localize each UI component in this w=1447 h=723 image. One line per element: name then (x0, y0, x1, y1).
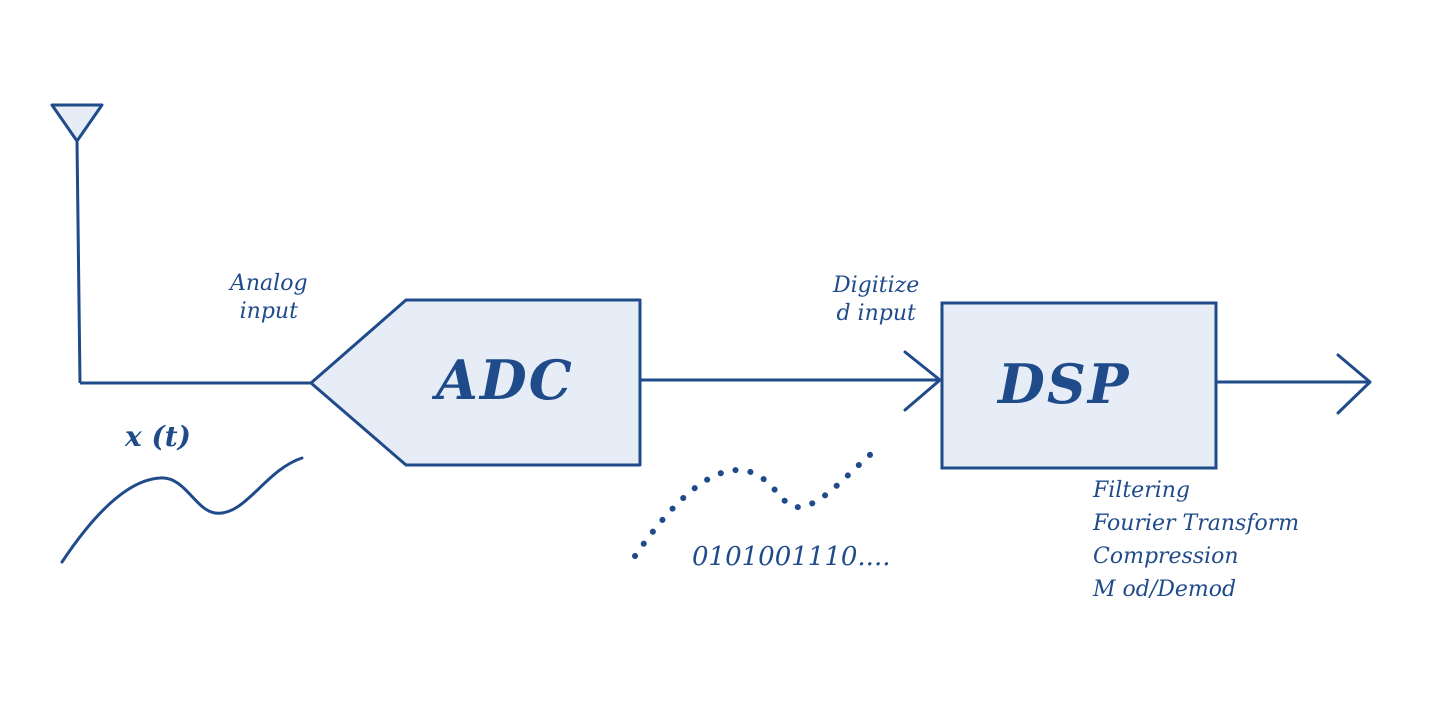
digitized-label-line-1: Digitize (833, 273, 920, 298)
dsp-function-moddemod: M od/Demod (1093, 577, 1237, 602)
dsp-function-compression: Compression (1093, 544, 1239, 569)
dsp-functions-list: Filtering Fourier Transform Compression … (1093, 480, 1299, 612)
dsp-function-fourier: Fourier Transform (1093, 511, 1300, 536)
dsp-function-filtering: Filtering (1093, 478, 1191, 503)
bit-stream-label: 0101001110.... (692, 542, 891, 572)
output-arrow (1216, 353, 1372, 415)
antenna-icon (50, 103, 104, 384)
analog-label-line-2: input (239, 299, 298, 324)
dsp-label: DSP (998, 352, 1131, 416)
analog-waveform (60, 456, 304, 564)
digitized-label-line-2: d input (836, 301, 916, 326)
dsp-block (940, 301, 1218, 470)
adc-block (309, 298, 642, 467)
digitized-input-label: Digitize d input (833, 272, 919, 328)
sampled-waveform (632, 447, 879, 559)
analog-input-label: Analog input (230, 270, 308, 326)
analog-label-line-1: Analog (230, 271, 308, 296)
adc-label: ADC (436, 348, 574, 412)
signal-label: x (t) (125, 420, 191, 453)
digital-arrow (640, 350, 942, 412)
